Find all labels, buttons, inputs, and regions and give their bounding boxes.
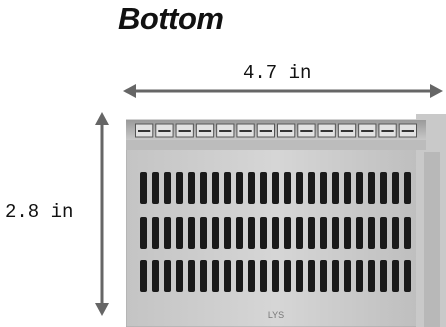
height-dimension-label: 2.8 in: [5, 201, 74, 223]
vent-slot: [296, 172, 303, 204]
vent-slot: [296, 260, 303, 292]
terminal-screw: [297, 123, 316, 138]
vent-slot: [380, 172, 387, 204]
vent-slot: [284, 217, 291, 249]
terminal-screw: [398, 123, 418, 138]
terminal-screw: [256, 123, 275, 138]
vent-slot: [236, 172, 243, 204]
vent-slot: [248, 217, 255, 249]
vent-slot: [248, 172, 255, 204]
vent-slot: [200, 217, 207, 249]
vent-slot: [392, 260, 399, 292]
vent-slot: [164, 260, 171, 292]
height-arrow: [95, 112, 109, 316]
vent-slot: [176, 217, 183, 249]
vent-slot: [308, 172, 315, 204]
vent-slot: [260, 217, 267, 249]
terminal-screw: [337, 123, 357, 138]
vent-slot: [356, 260, 363, 292]
vent-slot: [140, 260, 147, 292]
vent-slot: [356, 172, 363, 204]
vent-slot: [224, 172, 231, 204]
vent-slot: [356, 217, 363, 249]
vent-slot: [236, 260, 243, 292]
vent-slot: [188, 217, 195, 249]
vent-slot: [152, 260, 159, 292]
vent-slot: [380, 260, 387, 292]
vent-slot: [188, 172, 195, 204]
vent-slot: [272, 260, 279, 292]
vent-slot: [212, 260, 219, 292]
terminal-screw: [175, 123, 194, 138]
vent-slot: [284, 260, 291, 292]
terminal-screw: [155, 123, 174, 138]
vent-slot: [212, 172, 219, 204]
vent-slot: [176, 260, 183, 292]
vent-slot: [272, 217, 279, 249]
terminal-screw: [317, 123, 336, 138]
vent-slot: [272, 172, 279, 204]
terminal-screw: [236, 123, 255, 138]
vent-slot: [332, 217, 339, 249]
vent-slot: [152, 172, 159, 204]
vent-slot: [368, 260, 375, 292]
terminal-screw: [195, 123, 215, 138]
vent-slot: [224, 260, 231, 292]
terminal-screw: [277, 123, 296, 138]
vent-slot: [164, 172, 171, 204]
vent-slot: [332, 260, 339, 292]
vent-slot: [176, 172, 183, 204]
device-marking: LYS: [268, 310, 284, 320]
vent-slot: [212, 217, 219, 249]
vent-grille: [140, 172, 411, 292]
terminal-screw: [378, 123, 397, 138]
terminal-screw: [216, 123, 235, 138]
device-bottom-view: LYS: [126, 114, 446, 327]
terminal-screw: [358, 123, 377, 138]
vent-slot: [260, 172, 267, 204]
width-dimension-label: 4.7 in: [243, 62, 312, 84]
vent-slot: [260, 260, 267, 292]
vent-slot: [152, 217, 159, 249]
vent-slot: [224, 217, 231, 249]
vent-slot: [164, 217, 171, 249]
vent-slot: [344, 260, 351, 292]
vent-slot: [248, 260, 255, 292]
terminal-screw: [135, 123, 154, 138]
vent-slot: [140, 172, 147, 204]
vent-slot: [344, 217, 351, 249]
terminal-strip: [135, 123, 418, 138]
vent-slot: [140, 217, 147, 249]
vent-slot: [332, 172, 339, 204]
vent-slot: [392, 172, 399, 204]
vent-slot: [296, 217, 303, 249]
vent-slot: [320, 172, 327, 204]
vent-slot: [284, 172, 291, 204]
width-arrow: [123, 84, 443, 98]
vent-slot: [236, 217, 243, 249]
vent-slot: [308, 217, 315, 249]
vent-slot: [380, 217, 387, 249]
vent-slot: [320, 260, 327, 292]
vent-slot: [404, 260, 411, 292]
vent-slot: [404, 172, 411, 204]
vent-slot: [308, 260, 315, 292]
vent-slot: [404, 217, 411, 249]
page-title: Bottom: [118, 1, 224, 36]
vent-slot: [344, 172, 351, 204]
vent-slot: [188, 260, 195, 292]
vent-slot: [368, 172, 375, 204]
vent-slot: [320, 217, 327, 249]
vent-slot: [392, 217, 399, 249]
vent-slot: [200, 172, 207, 204]
vent-slot: [368, 217, 375, 249]
vent-slot: [200, 260, 207, 292]
